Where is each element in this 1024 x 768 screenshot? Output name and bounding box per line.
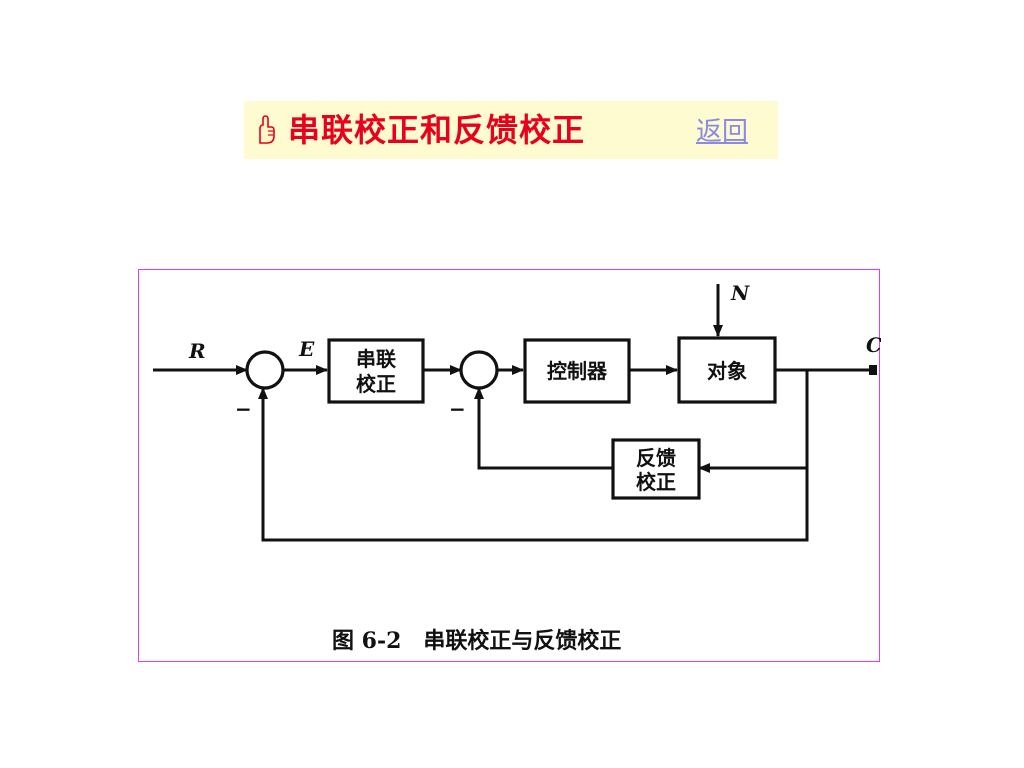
pointing-hand-icon bbox=[259, 115, 275, 144]
inner-minus-sign: − bbox=[449, 397, 466, 421]
disturbance-signal-label: N bbox=[730, 281, 750, 305]
plant-block-label: 对象 bbox=[707, 359, 747, 383]
controller-block bbox=[523, 338, 631, 404]
inner-feedback-return-wire bbox=[474, 387, 613, 470]
output-terminal bbox=[869, 365, 877, 375]
block-diagram: 串联 校正 控制器 对象 反馈 校正 R E N C − − 图 6-2 串联校… bbox=[153, 281, 881, 654]
plant-block bbox=[677, 336, 777, 404]
feedback-block-label-line1: 反馈 bbox=[636, 446, 676, 470]
figure-caption: 图 6-2 串联校正与反馈校正 bbox=[332, 628, 621, 654]
feedback-compensation-block bbox=[611, 438, 701, 500]
figure-frame: 串联 校正 控制器 对象 反馈 校正 R E N C − − 图 6-2 串联校… bbox=[138, 269, 881, 662]
input-signal-label: R bbox=[188, 339, 206, 363]
outer-minus-sign: − bbox=[235, 397, 252, 421]
series-block-label-line1: 串联 bbox=[356, 347, 396, 371]
slide-title: 串联校正和反馈校正 bbox=[288, 111, 586, 149]
inner-summing-junction bbox=[459, 350, 499, 390]
slide-title-bar: 串联校正和反馈校正 返回 bbox=[244, 101, 778, 159]
error-signal-label: E bbox=[298, 337, 315, 361]
series-compensation-block bbox=[327, 338, 425, 404]
outer-feedback-wire bbox=[258, 387, 809, 542]
series-block-label-line2: 校正 bbox=[356, 372, 396, 396]
back-link[interactable]: 返回 bbox=[696, 117, 749, 147]
outer-summing-junction bbox=[245, 350, 285, 390]
output-signal-label: C bbox=[866, 333, 881, 357]
feedback-block-label-line2: 校正 bbox=[636, 470, 676, 494]
controller-block-label: 控制器 bbox=[547, 359, 608, 383]
